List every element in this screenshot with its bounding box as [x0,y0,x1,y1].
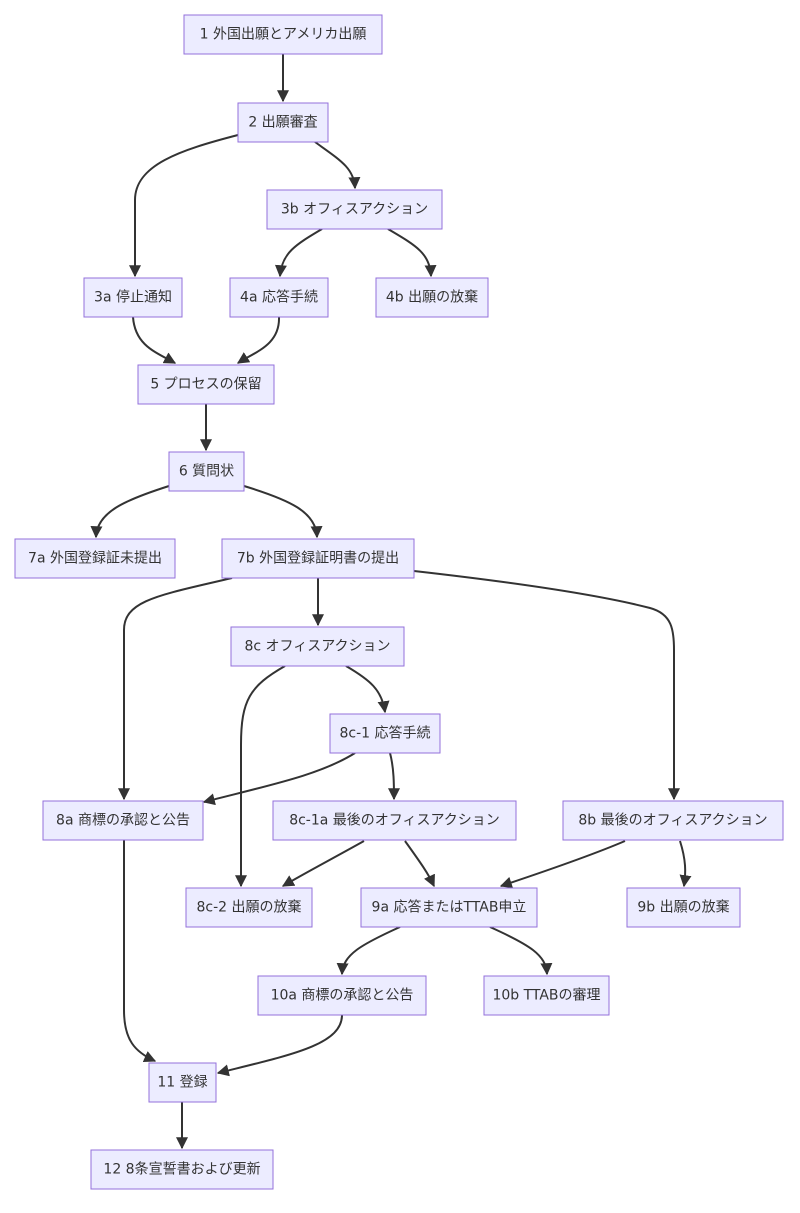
node-n7b: 7b 外国登録証明書の提出 [221,538,415,579]
node-label: 8c-1 応答手続 [339,725,430,742]
node-n10a: 10a 商標の承認と公告 [257,975,427,1016]
node-box [360,887,538,928]
node-n9b: 9b 出願の放棄 [626,887,741,928]
node-box [257,975,427,1016]
node-label: 8b 最後のオフィスアクション [578,813,767,829]
edge-n10a-to-n11 [216,1014,343,1077]
node-box [626,887,741,928]
node-n6: 6 質問状 [168,451,245,492]
node-label: 2 出願審査 [248,115,317,131]
edge-n7b-to-n8a [118,577,233,801]
edge-n8c1a-to-n8c2 [281,840,365,887]
edge-n2-to-n3b [314,141,361,190]
node-label: 12 8条宣誓書および更新 [103,1161,260,1178]
node-n10b: 10b TTABの審理 [483,975,610,1016]
node-box [237,102,329,143]
node-label: 8c-2 出願の放棄 [196,900,301,916]
edge-n3b-to-n4b [387,228,437,278]
edge-n8b-to-n9b [679,840,692,888]
node-n8b: 8b 最後のオフィスアクション [562,800,784,841]
node-n8c: 8c オフィスアクション [230,626,405,667]
node-box [230,626,405,667]
node-box [185,887,313,928]
node-label: 1 外国出願とアメリカ出願 [200,27,367,43]
node-box [483,975,610,1016]
node-label: 7b 外国登録証明書の提出 [237,551,399,567]
node-label: 4a 応答手続 [240,289,318,306]
edge-n6-to-n7b [243,485,323,539]
node-box [42,800,204,841]
node-label: 10a 商標の承認と公告 [271,988,414,1004]
edge-n4a-to-n5 [236,316,281,364]
node-n8a: 8a 商標の承認と公告 [42,800,204,841]
edge-n9a-to-n10a [336,926,401,976]
node-box [562,800,784,841]
node-n7a: 7a 外国登録証未提出 [14,538,176,579]
node-n4b: 4b 出願の放棄 [375,277,489,318]
edge-n3b-to-n4a [274,228,323,278]
node-label: 10b TTABの審理 [492,988,600,1004]
node-label: 9a 応答またはTTAB申立 [372,899,527,916]
edge-n9a-to-n10b [489,926,553,976]
node-label: 8a 商標の承認と公告 [56,813,190,829]
node-box [375,277,489,318]
node-box [329,713,441,754]
edge-n8c1-to-n8c1a [387,752,400,801]
node-label: 7a 外国登録証未提出 [28,551,162,567]
node-box [266,189,443,230]
node-label: 9b 出願の放棄 [637,900,729,916]
node-box [137,364,275,405]
node-n9a: 9a 応答またはTTAB申立 [360,887,538,928]
node-label: 8c オフィスアクション [244,639,390,655]
edge-n8a-to-n11 [123,840,157,1063]
node-box [148,1062,217,1103]
node-n4a: 4a 応答手続 [229,277,329,318]
edge-n8c1a-to-n9a [404,840,435,888]
edge-n2-to-n3a [129,134,239,278]
edge-n7b-to-n8b [413,570,680,801]
node-box [14,538,176,579]
node-n1: 1 外国出願とアメリカ出願 [183,14,383,55]
node-box [183,14,383,55]
node-label: 6 質問状 [179,464,234,480]
node-n2: 2 出願審査 [237,102,329,143]
node-n8c1a: 8c-1a 最後のオフィスアクション [272,800,517,841]
node-label: 4b 出願の放棄 [386,290,478,306]
node-n8c2: 8c-2 出願の放棄 [185,887,313,928]
edge-n3a-to-n5 [132,316,177,364]
node-n5: 5 プロセスの保留 [137,364,275,405]
edge-n8c-to-n8c1 [345,665,390,714]
node-label: 11 登録 [157,1075,207,1091]
node-n12: 12 8条宣誓書および更新 [90,1149,274,1190]
node-box [221,538,415,579]
node-box [168,451,245,492]
node-label: 8c-1a 最後のオフィスアクション [289,813,500,829]
node-n3b: 3b オフィスアクション [266,189,443,230]
edge-n8b-to-n9a [499,840,626,889]
node-n8c1: 8c-1 応答手続 [329,713,441,754]
node-n3a: 3a 停止通知 [83,277,183,318]
node-box [229,277,329,318]
edge-n8c-to-n8c2 [235,665,286,888]
node-n11: 11 登録 [148,1062,217,1103]
node-box [90,1149,274,1190]
node-box [272,800,517,841]
node-label: 3a 停止通知 [94,289,172,306]
node-label: 5 プロセスの保留 [150,377,261,393]
edge-n6-to-n7a [90,485,170,539]
node-label: 3b オフィスアクション [281,202,428,218]
node-box [83,277,183,318]
edge-layer [90,54,692,1150]
node-layer: 1 外国出願とアメリカ出願 2 出願審査 3a 停止通知 3b オフィスアクション 4a… [14,14,784,1190]
edge-n8c1-to-n8a [202,752,356,806]
